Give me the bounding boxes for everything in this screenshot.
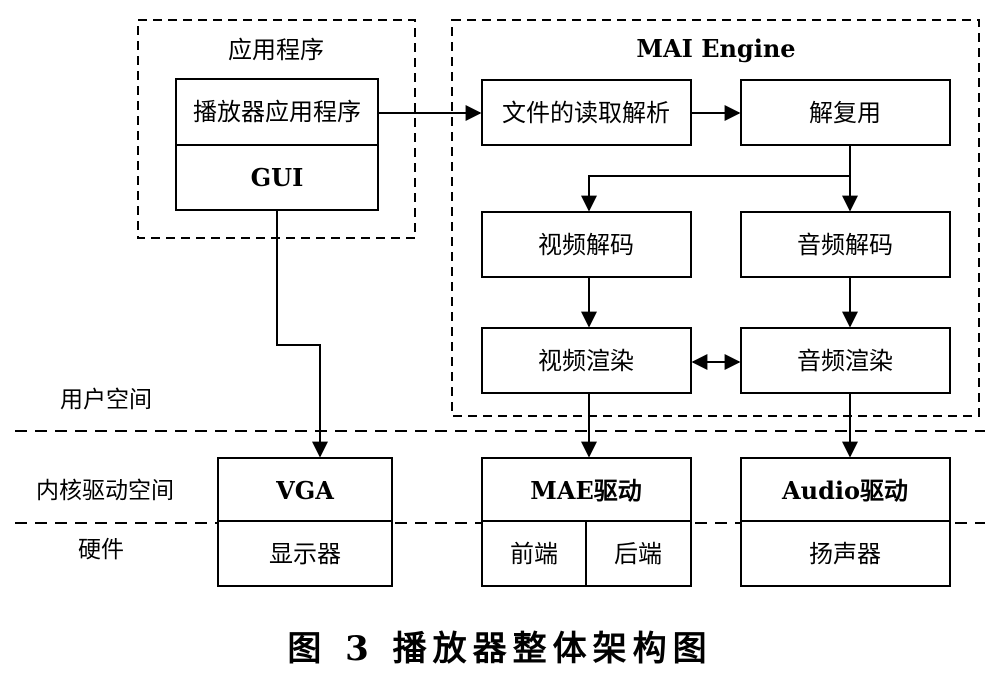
- user-space-label: 用户空间: [60, 387, 152, 413]
- audio-render-box: [740, 327, 951, 394]
- front-end-label: 前端: [510, 540, 558, 568]
- vga-label: VGA: [275, 476, 334, 505]
- edge-demux-to-video-decode: [581, 175, 850, 212]
- video-decode-box: [481, 211, 692, 278]
- audio-decode-label: 音频解码: [797, 231, 893, 259]
- back-end-label: 后端: [614, 540, 662, 568]
- gui-label: GUI: [251, 163, 304, 192]
- display-label: 显示器: [269, 540, 341, 568]
- engine-group-label: MAI Engine: [636, 34, 795, 63]
- audio-driver-label: Audio驱动: [781, 476, 908, 505]
- hardware-label: 硬件: [78, 537, 124, 563]
- kernel-space-label: 内核驱动空间: [36, 478, 174, 504]
- audio-render-label: 音频渲染: [797, 347, 893, 375]
- app-group-label: 应用程序: [228, 36, 324, 64]
- player-app-label: 播放器应用程序: [193, 98, 361, 126]
- mae-driver-label: MAE驱动: [530, 476, 641, 505]
- demux-label: 解复用: [809, 99, 881, 127]
- figure-caption: 图 3 播放器整体架构图: [287, 629, 712, 669]
- edge-gui-to-vga: [276, 210, 328, 458]
- video-render-box: [481, 327, 692, 394]
- file-parse-label: 文件的读取解析: [502, 99, 670, 127]
- video-decode-label: 视频解码: [538, 231, 634, 259]
- demux-box: [740, 79, 951, 146]
- speaker-label: 扬声器: [809, 540, 881, 568]
- engine-group-frame: [451, 19, 980, 417]
- audio-decode-box: [740, 211, 951, 278]
- video-render-label: 视频渲染: [538, 347, 634, 375]
